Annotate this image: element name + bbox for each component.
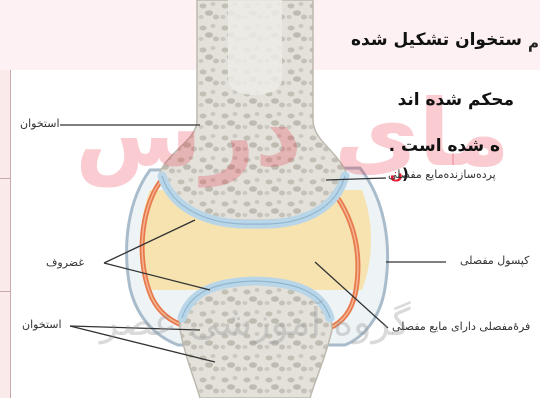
label-bone-top: استخوان: [20, 117, 60, 130]
text-line-2: محکم شده اند: [398, 90, 514, 110]
label-capsule: کپسول مفصلی: [460, 254, 529, 267]
watermark-sub: گروه آموزشی عصر: [100, 300, 410, 344]
label-synovial-membrane: پرده‌سازنده‌مایع مفصلی: [388, 168, 496, 181]
text-line-1: ستخوان تشکیل شده: [351, 30, 522, 50]
label-synovial-cavity: فرهٔ‌مفصلی دارای مایع مفصلی: [392, 320, 530, 333]
label-bone-bottom: استخوان: [22, 318, 62, 331]
text-line-3: ه شده است .: [389, 136, 500, 156]
heading-fragment: م: [528, 34, 539, 52]
label-cartilage: غضروف: [46, 256, 84, 269]
